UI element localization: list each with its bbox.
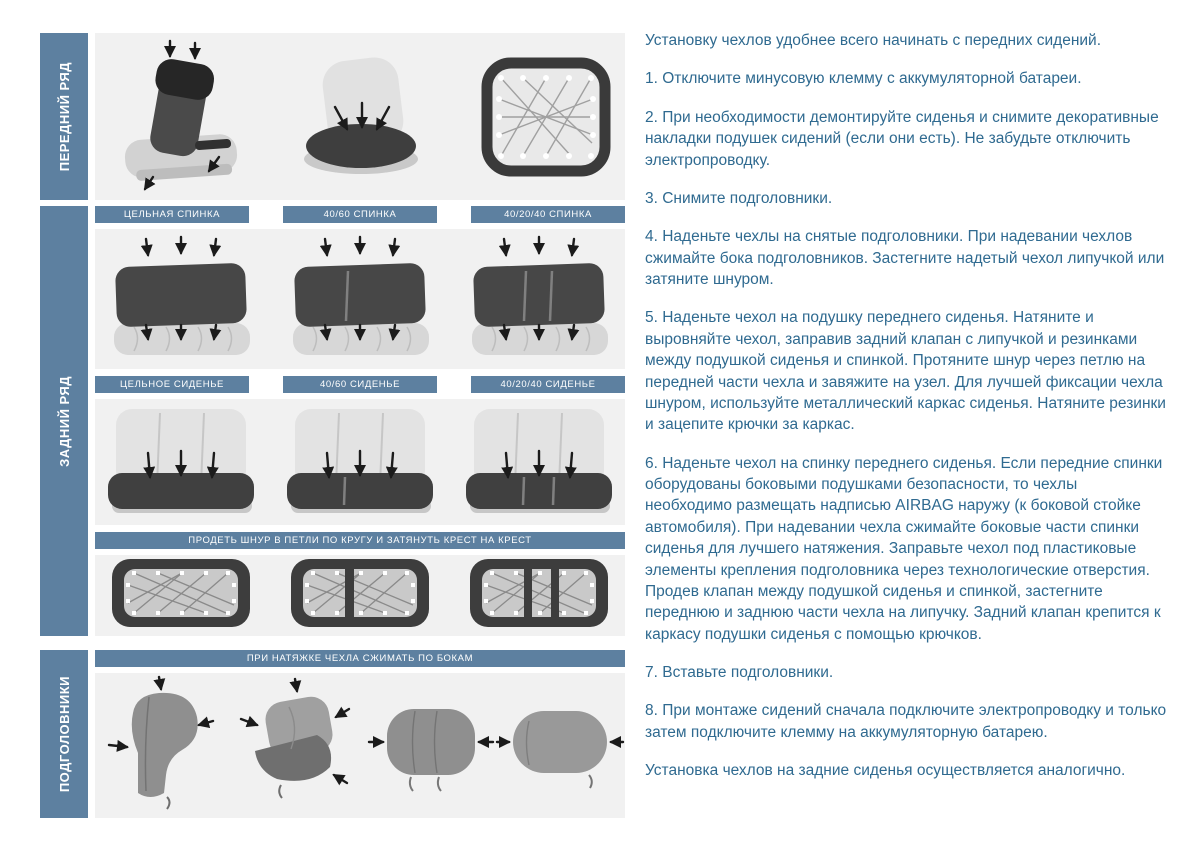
step-6-paragraph: 6. Наденьте чехол на спинку переднего си… bbox=[645, 454, 1163, 643]
diagram-column: ЦЕЛЬНАЯ СПИНКА 40/60 СПИНКА 40/20/40 СПИ… bbox=[95, 33, 625, 818]
front-row-label-text: ПЕРЕДНИЙ РЯД bbox=[56, 61, 72, 172]
rear-row-label-text: ЗАДНИЙ РЯД bbox=[56, 375, 72, 467]
intro-paragraph: Установку чехлов удобнее всего начинать … bbox=[645, 32, 1102, 49]
rear-cushion-panel-figure bbox=[95, 399, 625, 525]
cushion-type-label-row: ЦЕЛЬНОЕ СИДЕНЬЕ 40/60 СИДЕНЬЕ 40/20/40 С… bbox=[95, 376, 625, 393]
step-4-paragraph: 4. Наденьте чехлы на снятые подголовники… bbox=[645, 228, 1165, 288]
headrest-rounded-illustration bbox=[495, 711, 625, 789]
seat-base-lacing-illustration bbox=[481, 57, 611, 177]
step-1-paragraph: 1. Отключите минусовую клемму с аккумуля… bbox=[645, 70, 1082, 88]
rear-backrest-40-20-40-illustration bbox=[472, 237, 608, 355]
headrests-panel bbox=[95, 673, 625, 818]
rear-backrest-panel bbox=[95, 229, 625, 369]
headrest-side-cover-illustration bbox=[107, 675, 215, 810]
rear-backrest-panel-figure bbox=[95, 229, 625, 369]
lace-instruction-bar: ПРОДЕТЬ ШНУР В ПЕТЛИ ПО КРУГУ И ЗАТЯНУТЬ… bbox=[95, 532, 625, 549]
front-row-panel bbox=[95, 33, 625, 200]
label-solid-cushion: ЦЕЛЬНОЕ СИДЕНЬЕ bbox=[95, 376, 249, 393]
label-solid-backrest: ЦЕЛЬНАЯ СПИНКА bbox=[95, 206, 249, 223]
row-label-column: ПЕРЕДНИЙ РЯД ЗАДНИЙ РЯД ПОДГОЛОВНИКИ bbox=[40, 33, 88, 818]
step-8-paragraph: 8. При монтаже сидений сначала подключит… bbox=[645, 702, 1167, 741]
headrests-panel-figure bbox=[107, 675, 625, 810]
front-seat-backrest-cover-illustration bbox=[124, 39, 238, 191]
laced-base-solid-illustration bbox=[111, 558, 251, 628]
rear-cushion-panel bbox=[95, 399, 625, 525]
headrests-section-label: ПОДГОЛОВНИКИ bbox=[40, 650, 88, 818]
instructions-text-column: Установку чехлов удобнее всего начинать … bbox=[645, 30, 1167, 799]
rear-backrest-40-60-illustration bbox=[293, 237, 429, 355]
rear-cushion-40-20-40-illustration bbox=[466, 409, 612, 513]
rear-backrest-solid-illustration bbox=[114, 237, 250, 355]
headrest-cover-folding-illustration bbox=[239, 677, 351, 799]
rear-cushion-solid-illustration bbox=[108, 409, 254, 513]
front-row-section-label: ПЕРЕДНИЙ РЯД bbox=[40, 33, 88, 200]
rear-cushion-40-60-illustration bbox=[287, 409, 433, 513]
backrest-type-label-row: ЦЕЛЬНАЯ СПИНКА 40/60 СПИНКА 40/20/40 СПИ… bbox=[95, 206, 625, 223]
front-row-panel-figure bbox=[124, 39, 611, 191]
laced-base-panel-figure bbox=[111, 558, 609, 628]
step-5-paragraph: 5. Наденьте чехол на подушку переднего с… bbox=[645, 309, 1166, 434]
label-40-60-backrest: 40/60 СПИНКА bbox=[283, 206, 437, 223]
laced-base-40-60-illustration bbox=[290, 558, 430, 628]
headrest-cylindrical-illustration bbox=[367, 709, 495, 792]
label-40-20-40-cushion: 40/20/40 СИДЕНЬЕ bbox=[471, 376, 625, 393]
rear-row-section-label: ЗАДНИЙ РЯД bbox=[40, 206, 88, 636]
step-2-paragraph: 2. При необходимости демонтируйте сидень… bbox=[645, 108, 1159, 169]
label-40-60-cushion: 40/60 СИДЕНЬЕ bbox=[283, 376, 437, 393]
laced-base-40-20-40-illustration bbox=[469, 558, 609, 628]
headrest-instruction-bar: ПРИ НАТЯЖКЕ ЧЕХЛА СЖИМАТЬ ПО БОКАМ bbox=[95, 650, 625, 667]
step-7-paragraph: 7. Вставьте подголовники. bbox=[645, 664, 834, 681]
outro-paragraph: Установка чехлов на задние сиденья осуще… bbox=[645, 762, 1126, 780]
label-40-20-40-backrest: 40/20/40 СПИНКА bbox=[471, 206, 625, 223]
front-seat-cushion-cover-illustration bbox=[304, 57, 418, 174]
laced-base-panel bbox=[95, 555, 625, 636]
headrests-label-text: ПОДГОЛОВНИКИ bbox=[56, 675, 72, 793]
step-3-paragraph: 3. Снимите подголовники. bbox=[645, 189, 833, 207]
